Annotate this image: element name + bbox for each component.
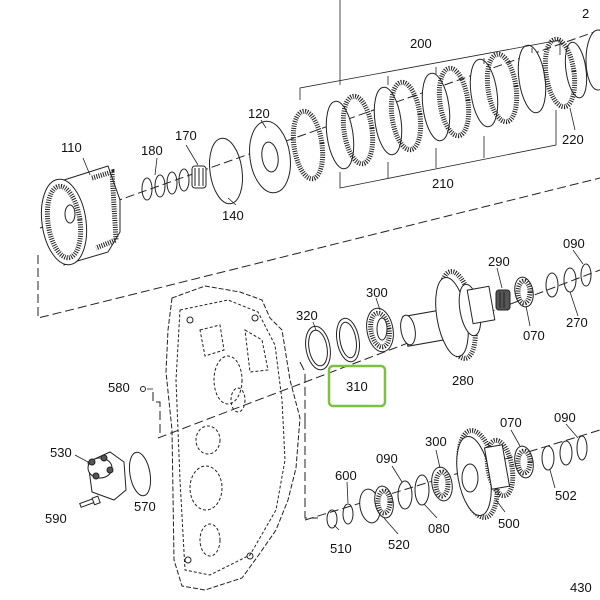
part-080-ring[interactable] bbox=[414, 474, 430, 506]
part-090-ring[interactable] bbox=[580, 263, 592, 287]
part-600-ring[interactable] bbox=[342, 503, 354, 525]
part-number-labels: 200 2 120 110 180 170 140 210 220 290 09… bbox=[45, 6, 592, 595]
part-070-bearing-lower[interactable] bbox=[512, 445, 535, 480]
lower-gear-assembly bbox=[326, 423, 588, 535]
label-270: 270 bbox=[566, 315, 588, 330]
label-520: 520 bbox=[388, 537, 410, 552]
part-200-clutch-pack[interactable] bbox=[289, 0, 589, 189]
part-530-cover[interactable] bbox=[87, 451, 127, 501]
left-small-parts bbox=[74, 386, 161, 508]
label-070-lower: 070 bbox=[500, 415, 522, 430]
part-500-gear[interactable] bbox=[451, 428, 516, 521]
part-170-bearing[interactable] bbox=[191, 165, 207, 189]
part-2-partial[interactable] bbox=[585, 29, 600, 91]
upper-clutch-assembly bbox=[36, 0, 600, 319]
label-570: 570 bbox=[134, 499, 156, 514]
part-310-ring[interactable] bbox=[333, 316, 362, 363]
label-090-lower: 090 bbox=[376, 451, 398, 466]
part-090-ring-lower[interactable] bbox=[397, 480, 413, 510]
label-290: 290 bbox=[488, 254, 510, 269]
label-580: 580 bbox=[108, 380, 130, 395]
highlight-box-310 bbox=[327, 364, 387, 408]
part-320-ring[interactable] bbox=[302, 324, 333, 371]
label-300-upper: 300 bbox=[366, 285, 388, 300]
label-300-lower: 300 bbox=[425, 434, 447, 449]
part-ring-b[interactable] bbox=[559, 440, 573, 466]
label-200: 200 bbox=[410, 36, 432, 51]
part-502-ring[interactable] bbox=[541, 445, 555, 471]
lower-outline bbox=[304, 420, 318, 519]
label-320: 320 bbox=[296, 308, 318, 323]
label-220: 220 bbox=[562, 132, 584, 147]
part-140-ring[interactable] bbox=[206, 136, 247, 206]
part-280-gear-shaft[interactable] bbox=[399, 269, 496, 361]
part-ring-a[interactable] bbox=[545, 272, 559, 298]
part-300-bearing-lower[interactable] bbox=[429, 466, 455, 503]
label-080: 080 bbox=[428, 521, 450, 536]
label-530: 530 bbox=[50, 445, 72, 460]
label-070-upper: 070 bbox=[523, 328, 545, 343]
part-510-ring[interactable] bbox=[326, 509, 338, 529]
label-170: 170 bbox=[175, 128, 197, 143]
label-090-lower-right: 090 bbox=[554, 410, 576, 425]
label-590: 590 bbox=[45, 511, 67, 526]
label-180: 180 bbox=[141, 143, 163, 158]
label-2: 2 bbox=[582, 6, 589, 21]
part-590-bolt[interactable] bbox=[79, 495, 101, 508]
label-502: 502 bbox=[555, 488, 577, 503]
label-090-upper: 090 bbox=[563, 236, 585, 251]
middle-outline bbox=[299, 361, 306, 420]
part-570-oring[interactable] bbox=[126, 451, 153, 498]
label-430: 430 bbox=[570, 580, 592, 595]
part-110-drum[interactable] bbox=[36, 165, 121, 268]
upper-outline bbox=[37, 177, 600, 319]
housing-cover-plate[interactable] bbox=[165, 285, 301, 591]
label-210: 210 bbox=[432, 176, 454, 191]
part-180-rings[interactable] bbox=[141, 168, 190, 201]
label-280: 280 bbox=[452, 373, 474, 388]
part-300-bearing-upper[interactable] bbox=[363, 306, 396, 354]
label-600: 600 bbox=[335, 468, 357, 483]
label-110: 110 bbox=[61, 140, 82, 155]
part-520-bearing[interactable] bbox=[357, 485, 395, 525]
label-120: 120 bbox=[248, 106, 270, 121]
label-510: 510 bbox=[330, 541, 352, 556]
middle-shaft-assembly bbox=[302, 249, 592, 371]
part-580-plug[interactable] bbox=[140, 386, 146, 392]
part-290-bearing[interactable] bbox=[495, 289, 511, 311]
label-140: 140 bbox=[222, 208, 244, 223]
part-090-ring-lower-right[interactable] bbox=[576, 435, 588, 461]
label-500: 500 bbox=[498, 516, 520, 531]
part-070-bearing-upper[interactable] bbox=[513, 276, 536, 309]
label-310: 310 bbox=[346, 379, 368, 394]
part-120-plate[interactable] bbox=[245, 119, 295, 196]
